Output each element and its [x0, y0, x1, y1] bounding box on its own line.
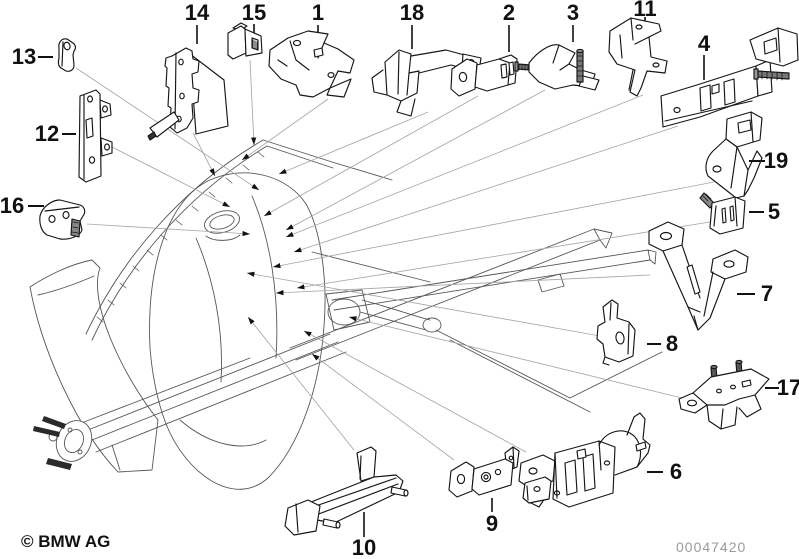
part-16-drawing [39, 199, 86, 240]
callout-13-label: 13 [11, 44, 37, 69]
part-7-drawing [648, 221, 749, 331]
callout-10-label: 10 [351, 535, 377, 559]
callout-11-label: 11 [633, 0, 657, 21]
callout-12-label: 12 [34, 121, 60, 146]
callout-5-label: 5 [767, 199, 781, 224]
part-12-drawing [78, 89, 113, 183]
part-2-drawing [450, 54, 532, 97]
part-11-drawing [608, 17, 668, 97]
part-13-drawing [57, 38, 76, 72]
callout-2-label: 2 [502, 0, 516, 25]
part-10-drawing [284, 446, 409, 536]
part-5-drawing [699, 192, 746, 235]
part-6-drawing [518, 412, 651, 508]
callout-19-label: 19 [763, 148, 789, 173]
part-14-drawing [147, 47, 229, 141]
callout-4-label: 4 [697, 31, 711, 56]
callout-7-label: 7 [760, 281, 774, 306]
part-1-drawing [268, 30, 355, 98]
callout-8-label: 8 [665, 331, 679, 356]
callout-3-label: 3 [566, 0, 580, 25]
callout-14-label: 14 [184, 0, 210, 25]
callout-15-label: 15 [241, 0, 267, 25]
car-body-structure [29, 139, 663, 490]
leader-lines [75, 59, 715, 461]
callout-17-label: 17 [776, 375, 799, 400]
document-number: 00047420 [676, 539, 747, 555]
part-9-drawing [448, 446, 552, 504]
part-15-drawing [227, 22, 263, 60]
part-8-drawing [596, 299, 636, 366]
callout-1-label: 1 [311, 0, 325, 25]
part-19-drawing [705, 111, 763, 199]
callout-18-label: 18 [399, 0, 425, 25]
part-3-drawing [528, 44, 600, 91]
callout-16-label: 16 [0, 193, 25, 218]
part-17-drawing [678, 359, 770, 430]
callout-9-label: 9 [485, 511, 499, 536]
part-4-drawing [660, 27, 799, 128]
callout-6-label: 6 [669, 459, 683, 484]
copyright-label: © BMW AG [21, 532, 111, 551]
